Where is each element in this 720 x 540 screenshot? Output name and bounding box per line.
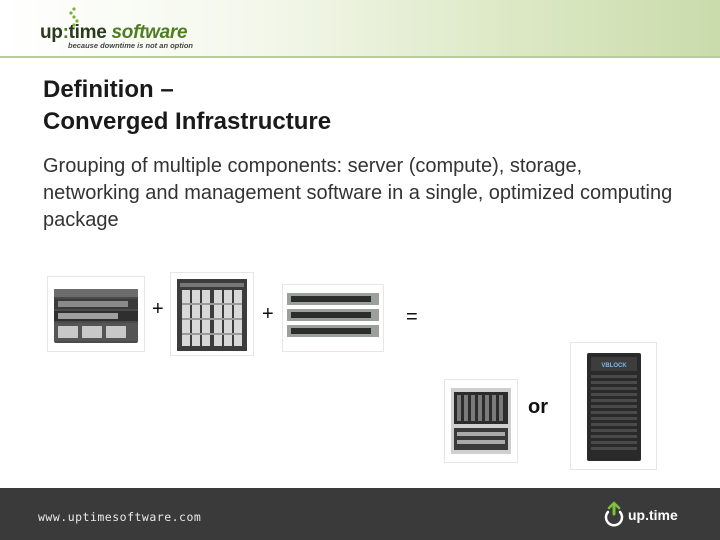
or-label: or	[528, 396, 548, 419]
blade-chassis-image	[444, 379, 518, 463]
header-band: up:time software because downtime is not…	[0, 0, 720, 56]
plus-sign-2: +	[262, 303, 274, 326]
footer-uptime-logo: up.time	[602, 500, 692, 530]
vblock-rack-icon: VBLOCK	[571, 343, 656, 469]
uptime-software-logo: up:time software because downtime is not…	[40, 6, 210, 52]
vblock-label: VBLOCK	[601, 363, 627, 369]
equals-sign: =	[406, 306, 418, 329]
header-divider	[0, 56, 720, 58]
power-arrow-icon	[602, 500, 626, 528]
blade-chassis-icon	[445, 380, 517, 462]
slide-body-text: Grouping of multiple components: server …	[43, 153, 673, 234]
server-image	[47, 276, 145, 352]
slide-title: Definition – Converged Infrastructure	[43, 74, 643, 138]
footer-url: www.uptimesoftware.com	[38, 510, 201, 524]
storage-chassis-icon	[171, 273, 253, 355]
network-switch-image	[282, 284, 384, 352]
network-switch-icon	[283, 285, 383, 351]
plus-sign-1: +	[152, 298, 164, 321]
storage-chassis-image	[170, 272, 254, 356]
server-icon	[48, 277, 144, 351]
title-line-1: Definition –	[43, 74, 643, 106]
vblock-rack-image: VBLOCK	[570, 342, 657, 470]
footer-logo-text: up.time	[628, 507, 678, 523]
logo-tagline: because downtime is not an option	[68, 41, 193, 50]
footer-bar: www.uptimesoftware.com up.time	[0, 488, 720, 540]
title-line-2: Converged Infrastructure	[43, 106, 643, 138]
